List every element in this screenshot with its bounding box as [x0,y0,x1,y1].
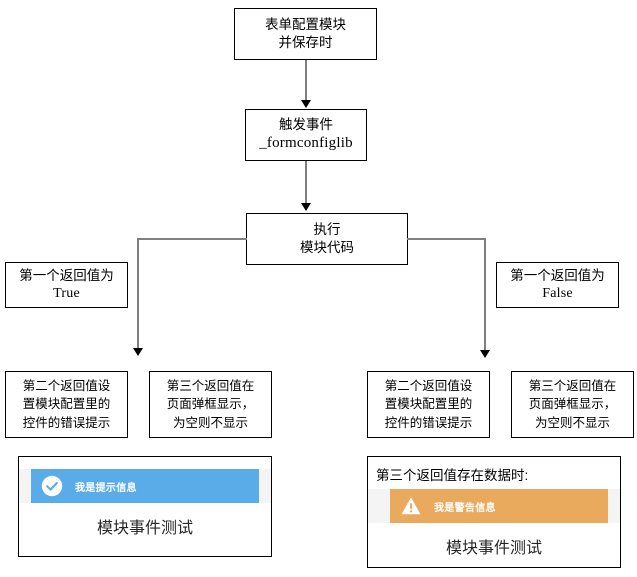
node-first-return-false[interactable]: 第一个返回值为 False [496,262,619,308]
node-true-third-return[interactable]: 第三个返回值在 页面弹框显示， 为空则不显示 [149,371,272,438]
arrowhead-false-branch [480,350,490,358]
arrowhead-true-branch [133,348,143,356]
connector-start-to-trigger [305,60,307,102]
panel-warning-caption: 模块事件测试 [445,540,542,557]
panel-success-demo: 我是提示信息 模块事件测试 [18,456,272,557]
true-second-line1: 第二个返回值设 [22,379,111,394]
false-second-line2: 置模块配置里的 [384,397,473,412]
panel-warning-demo: 第三个返回值存在数据时: 我是警告信息 模块事件测试 [367,456,621,568]
branch-true-line2: True [53,285,80,301]
node-start-line2: 并保存时 [278,35,333,50]
node-start-line1: 表单配置模块 [265,17,346,33]
branch-false-line2: False [542,285,573,301]
warning-triangle-icon [400,495,422,517]
node-false-third-return[interactable]: 第三个返回值在 页面弹框显示， 为空则不显示 [511,371,634,438]
node-form-config-save[interactable]: 表单配置模块 并保存时 [234,8,377,60]
false-third-line3: 为空则不显示 [534,415,610,430]
true-second-line3: 控件的错误提示 [22,415,111,430]
connector-execute-left-vertical [137,238,139,350]
alert-warning[interactable]: 我是警告信息 [390,489,608,523]
node-first-return-true[interactable]: 第一个返回值为 True [5,262,128,308]
false-second-line3: 控件的错误提示 [384,415,473,430]
node-trigger-line2: _formconfiglib [259,135,353,151]
arrowhead-trigger [301,100,311,108]
alert-info-text: 我是提示信息 [75,482,137,494]
false-second-line1: 第二个返回值设 [384,379,473,394]
node-trigger-event[interactable]: 触发事件 _formconfiglib [245,109,367,161]
false-third-line1: 第三个返回值在 [528,379,617,394]
false-third-line2: 页面弹框显示， [528,397,617,412]
panel-success-caption: 模块事件测试 [96,520,193,537]
node-trigger-line1: 触发事件 [279,117,333,133]
true-third-line1: 第三个返回值在 [166,379,255,394]
arrowhead-execute [301,203,311,211]
node-execute-module-code[interactable]: 执行 模块代码 [246,213,408,265]
connector-execute-left-horizontal [137,238,247,240]
node-false-second-return[interactable]: 第二个返回值设 置模块配置里的 控件的错误提示 [367,371,490,438]
node-execute-line2: 模块代码 [300,240,354,255]
alert-info[interactable]: 我是提示信息 [31,469,259,503]
true-second-line2: 置模块配置里的 [22,397,111,412]
connector-trigger-to-execute [305,161,307,205]
check-circle-icon [41,475,63,497]
node-true-second-return[interactable]: 第二个返回值设 置模块配置里的 控件的错误提示 [5,371,128,438]
branch-true-line1: 第一个返回值为 [19,267,114,283]
true-third-line2: 页面弹框显示， [166,397,255,412]
connector-execute-right-horizontal [407,238,486,240]
alert-warning-text: 我是警告信息 [434,502,496,514]
true-third-line3: 为空则不显示 [172,415,248,430]
node-execute-line1: 执行 [313,222,341,238]
panel-warning-label: 第三个返回值存在数据时: [376,468,529,483]
connector-execute-right-vertical [484,238,486,352]
branch-false-line1: 第一个返回值为 [510,267,605,283]
